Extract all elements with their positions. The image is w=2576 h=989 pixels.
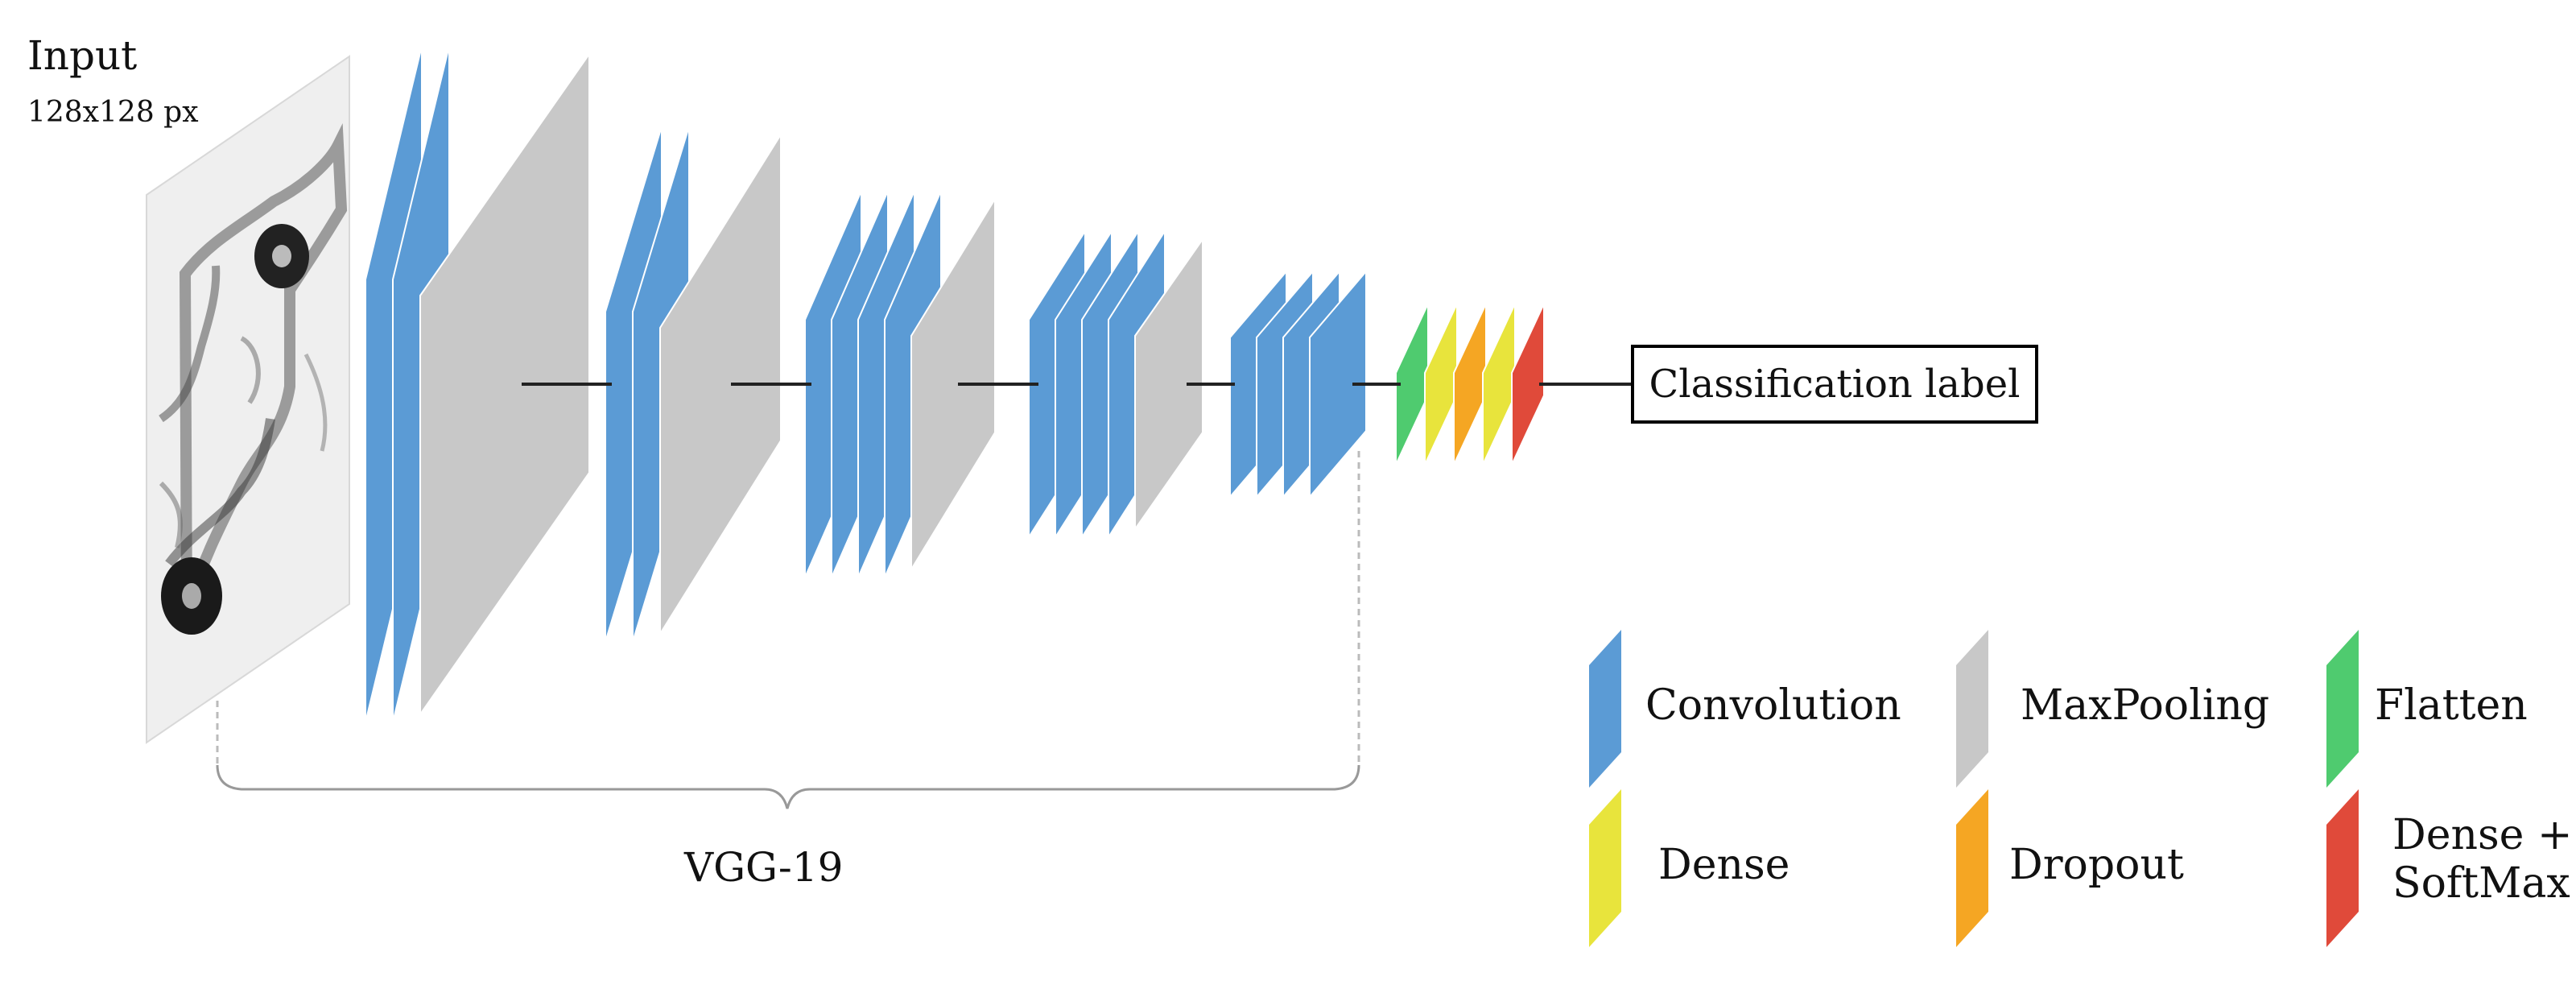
legend-dense-label: Dense (1658, 841, 1790, 889)
vgg-block-1 (365, 45, 590, 723)
dense-layer (1424, 303, 1458, 466)
maxpool-layer (659, 131, 782, 637)
input-title: Input (27, 32, 138, 79)
maxpool-layer (910, 196, 996, 573)
legend-dense-softmax-line1: Dense + (2392, 811, 2573, 859)
legend-convolution-swatch (1589, 630, 1621, 788)
conv-layer (1309, 269, 1367, 499)
legend-dense-softmax-label: Dense + SoftMax (2392, 811, 2573, 908)
maxpool-layer (1134, 236, 1203, 532)
dropout-layer (1453, 303, 1487, 466)
vgg19-label: VGG-19 (684, 844, 844, 891)
legend-flatten-label: Flatten (2375, 681, 2528, 730)
vgg-block-5 (1229, 269, 1367, 499)
legend-dense-softmax-line2: SoftMax (2392, 859, 2570, 908)
legend-maxpooling-label: MaxPooling (2021, 681, 2270, 730)
legend-maxpooling-swatch (1956, 630, 1988, 788)
input-size-label: 128x128 px (27, 96, 199, 129)
classification-head (1395, 303, 1545, 466)
input-image (146, 55, 350, 744)
vgg-block-2 (605, 126, 782, 643)
legend-dropout-label: Dropout (2009, 841, 2184, 889)
vgg-block-3 (804, 190, 996, 578)
dense-softmax-layer (1511, 303, 1545, 466)
legend-dense-swatch (1589, 789, 1621, 947)
dense-layer (1482, 303, 1516, 466)
legend-dropout-swatch (1956, 789, 1988, 947)
legend-convolution-label: Convolution (1645, 681, 1901, 730)
vgg-block-4 (1028, 228, 1203, 540)
legend-dense-softmax-swatch (2326, 789, 2359, 947)
classification-label-box: Classification label (1631, 345, 2038, 424)
maxpool-layer (419, 51, 590, 718)
vgg19-bracket (216, 764, 1360, 809)
legend-flatten-swatch (2326, 630, 2359, 788)
flatten-layer (1395, 303, 1429, 466)
